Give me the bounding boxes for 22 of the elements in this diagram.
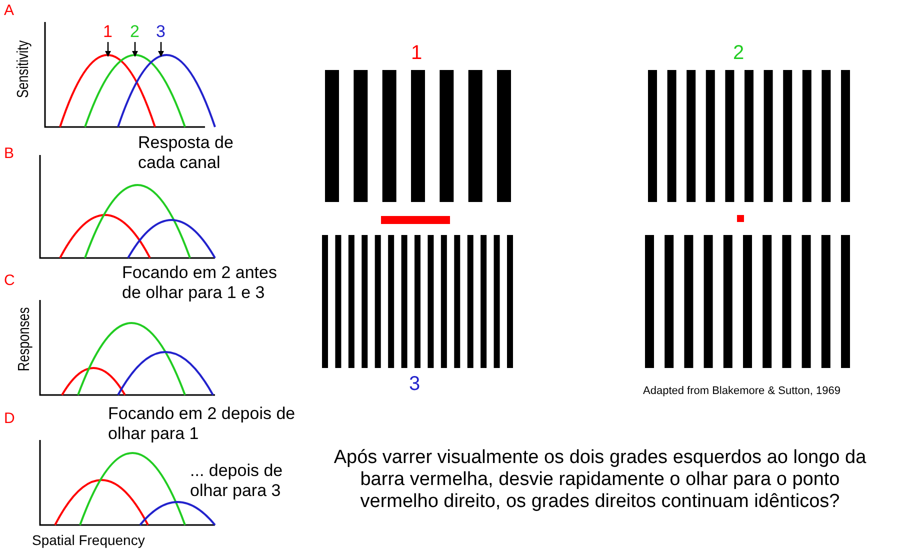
grating-number: 1 xyxy=(411,42,422,65)
caption-text: Focando em 2 antes de olhar para 1 e 3 xyxy=(122,263,278,302)
axis-label: Spatial Frequency xyxy=(32,532,145,548)
grating-number: 3 xyxy=(409,373,420,396)
curve-number: 3 xyxy=(156,22,166,42)
caption-text: Resposta de cada canal xyxy=(138,133,234,172)
panel-letter: D xyxy=(4,410,15,428)
curve-number: 1 xyxy=(103,22,112,42)
source-note: Adapted from Blakemore & Sutton, 1969 xyxy=(643,385,841,398)
axis-label: Sensitivity xyxy=(14,40,33,98)
panel-letter: B xyxy=(4,145,14,162)
arrow xyxy=(158,42,164,57)
caption-text: ... depois de olhar para 3 xyxy=(190,461,284,500)
panel-letter: A xyxy=(4,2,14,20)
axis-label: Responses xyxy=(16,307,34,372)
question-text: Após varrer visualmente os dois grades esquerdos ao longo da barra vermelha, desvie rapidamente o olhar para o ponto vermelho direito, os grades direitos continuam idênticos? xyxy=(332,447,868,513)
arrow xyxy=(132,42,138,57)
caption-text: Focando em 2 depois de olhar para 1 xyxy=(108,404,296,444)
arrow xyxy=(105,42,111,57)
panel-letter: C xyxy=(4,272,15,290)
curve-number: 2 xyxy=(130,22,140,42)
grating-number: 2 xyxy=(733,42,744,65)
